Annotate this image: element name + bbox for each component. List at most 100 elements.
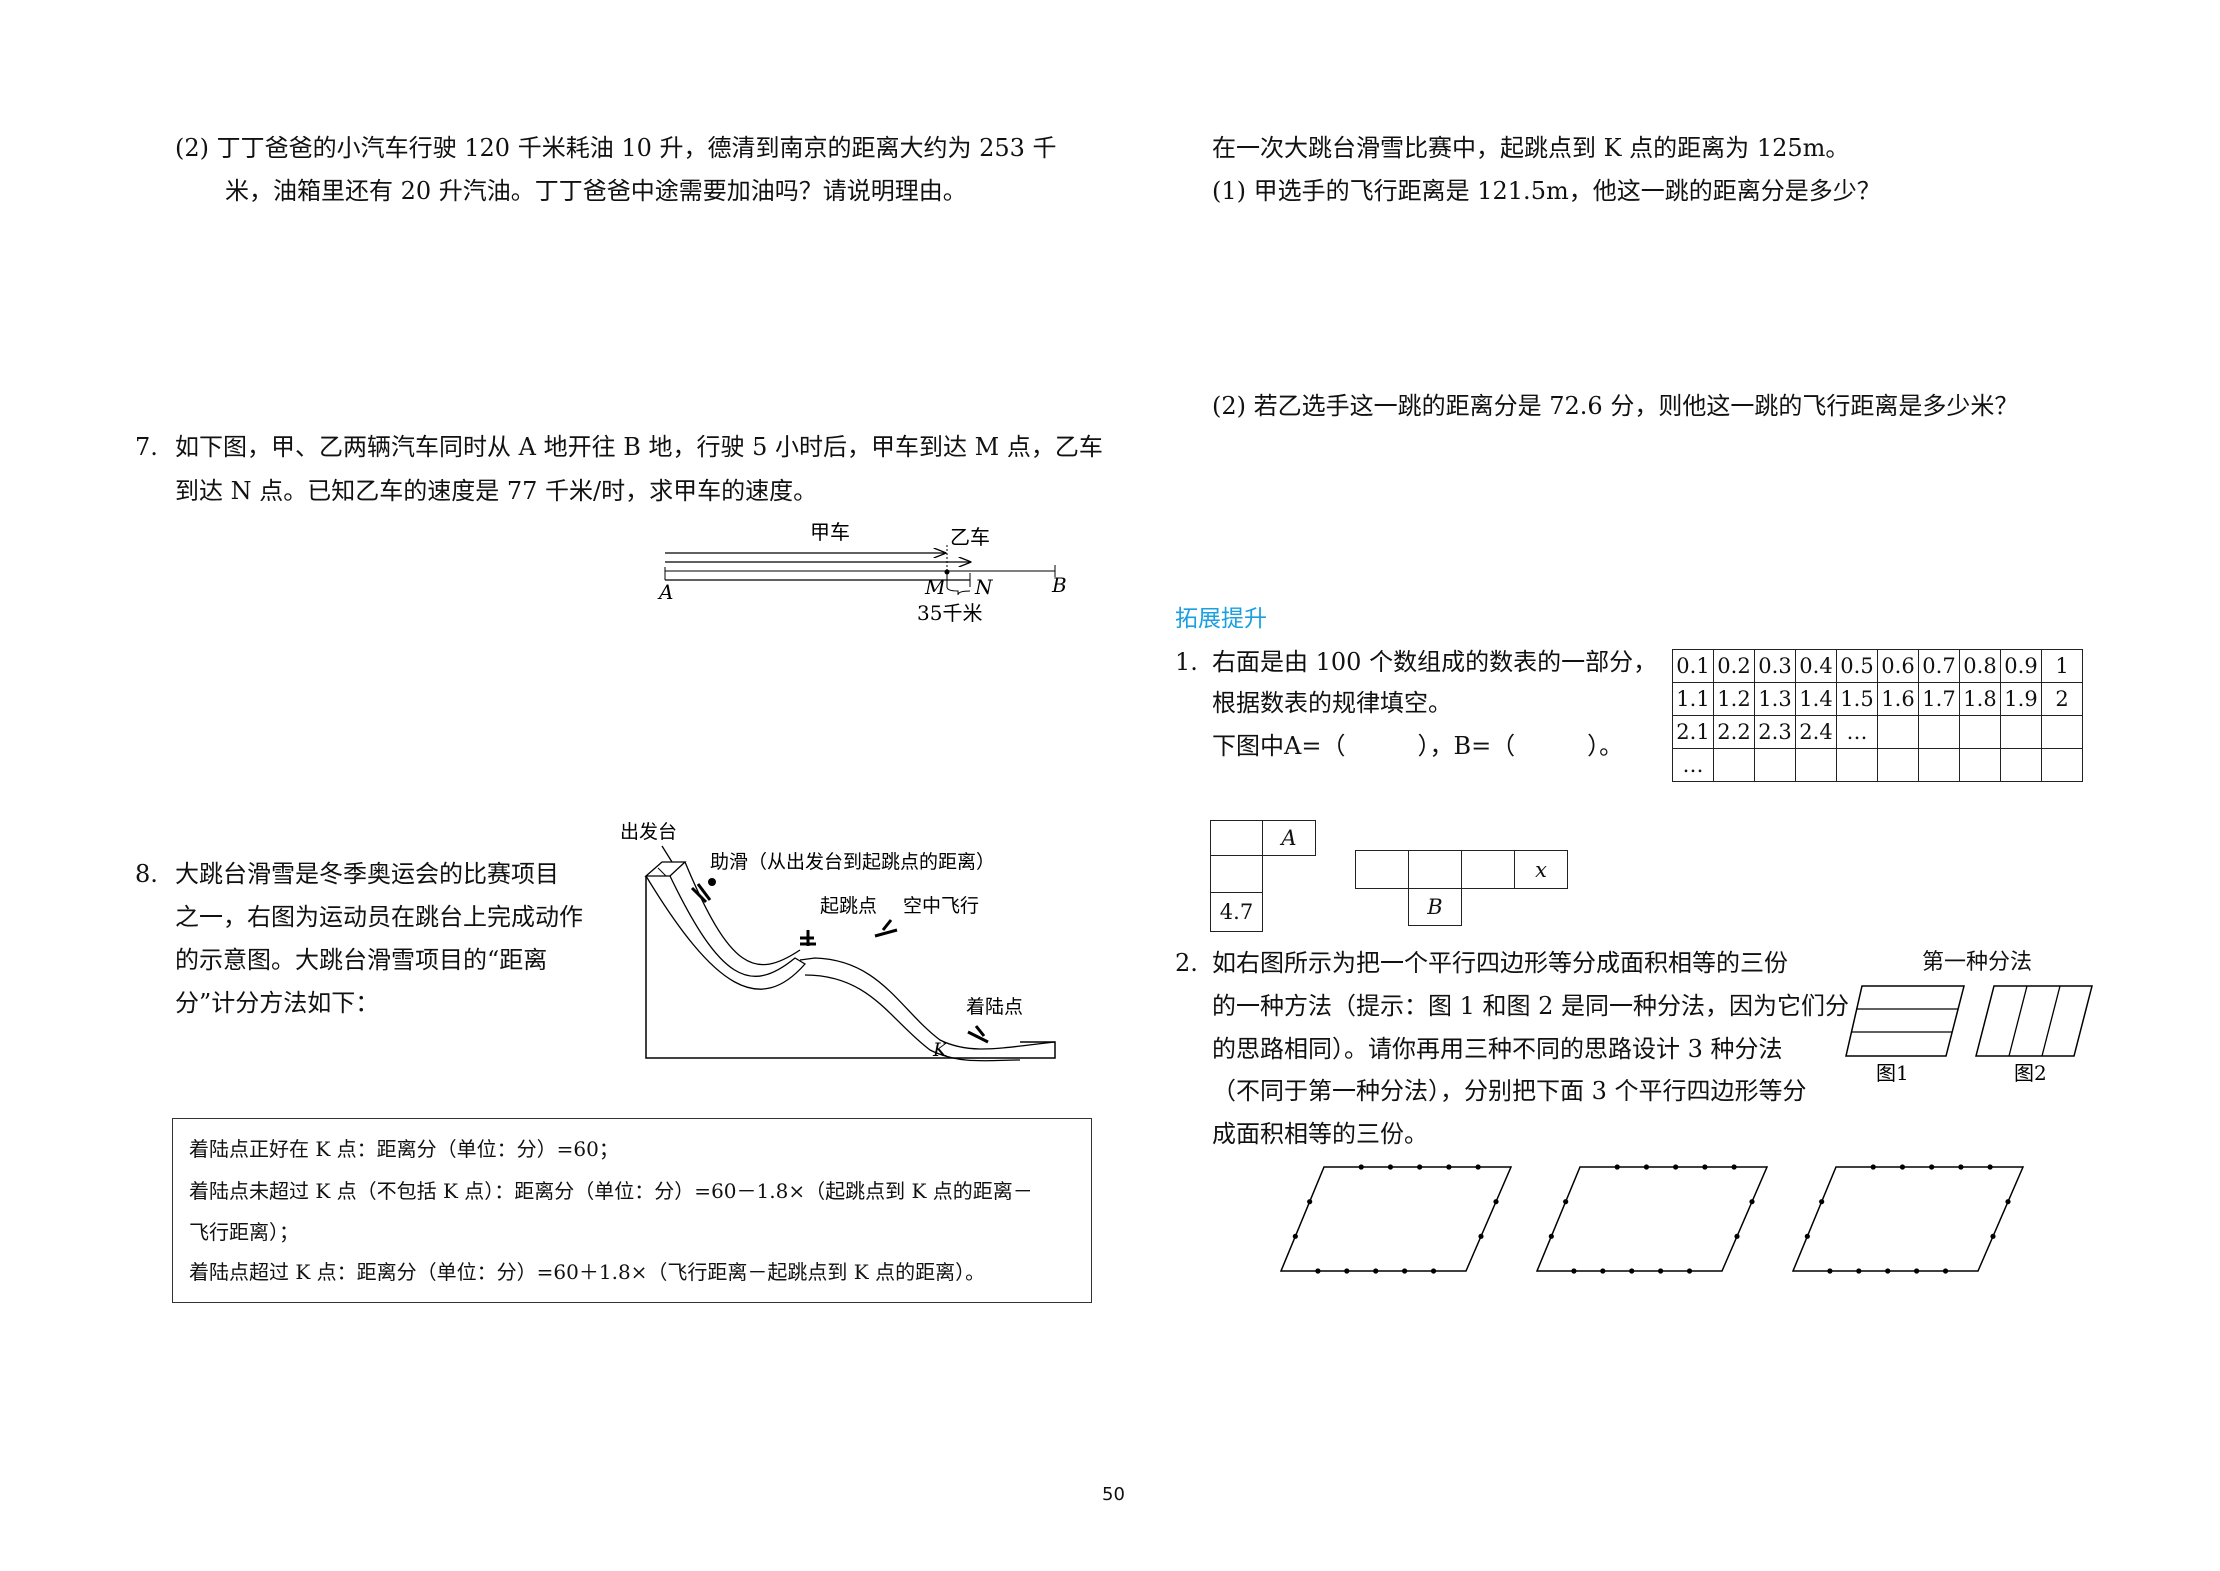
fig2-label: 图2 <box>2014 1061 2047 1085</box>
table-cell <box>2041 748 2083 782</box>
label-k: K <box>932 1039 949 1061</box>
q8-line: 大跳台滑雪是冬季奥运会的比赛项目 <box>175 860 559 888</box>
table-cell: 1.3 <box>1754 682 1796 716</box>
ex2-line: 如右图所示为把一个平行四边形等分成面积相等的三份 <box>1212 949 1788 977</box>
q8-line: 之一，右图为运动员在跳台上完成动作 <box>175 903 583 931</box>
label-n: N <box>974 575 994 599</box>
table-cell: 2.1 <box>1672 715 1714 749</box>
table-cell <box>1836 748 1878 782</box>
division-dot <box>1402 1268 1408 1274</box>
division-dot <box>1430 1268 1437 1274</box>
table-cell <box>1795 748 1837 782</box>
division-dot <box>1870 1164 1876 1170</box>
table-cell: 1.7 <box>1918 682 1960 716</box>
table-cell: 1 <box>2041 649 2083 683</box>
cell-b: B <box>1408 888 1462 926</box>
label-car-b: 乙车 <box>950 525 990 549</box>
table-cell <box>2041 715 2083 749</box>
table-cell: 2.4 <box>1795 715 1837 749</box>
division-dot <box>1358 1164 1364 1170</box>
division-dot <box>1446 1164 1452 1170</box>
table-cell: 0.7 <box>1918 649 1960 683</box>
division-dot <box>1478 1233 1484 1239</box>
table-cell <box>1918 748 1960 782</box>
division-dot <box>1600 1268 1606 1274</box>
label-takeoff: 起跳点 <box>820 895 877 917</box>
table-cell: 1.4 <box>1795 682 1837 716</box>
division-dot <box>1292 1233 1298 1239</box>
cell-a: A <box>1262 820 1316 856</box>
table-cell: 0.1 <box>1672 649 1714 683</box>
q7-distance-diagram: 甲车 乙车 A M N B 35千米 <box>657 520 1067 625</box>
table-cell: 0.8 <box>1959 649 2001 683</box>
ex2-line: （不同于第一种分法），分别把下面 3 个平行四边形等分 <box>1212 1077 1807 1105</box>
division-dot <box>1373 1268 1379 1274</box>
ex1-line: 右面是由 100 个数组成的数表的一部分， <box>1212 648 1658 676</box>
division-dot <box>1563 1199 1569 1205</box>
division-dot <box>1702 1164 1708 1170</box>
parallelogram <box>1279 1166 1513 1272</box>
division-dot <box>1942 1268 1949 1274</box>
table-cell <box>1754 748 1796 782</box>
table-cell: 0.5 <box>1836 649 1878 683</box>
table-cell: 2.3 <box>1754 715 1796 749</box>
sub-question-1: (1) 甲选手的飞行距离是 121.5m，他这一跳的距离分是多少？ <box>1212 177 1881 205</box>
q7-line2: 到达 N 点。已知乙车的速度是 77 千米/时，求甲车的速度。 <box>175 477 818 505</box>
division-dot <box>1673 1164 1679 1170</box>
method-figures: 图1 图2 <box>1845 985 2093 1085</box>
division-dot <box>1819 1199 1825 1205</box>
ex2-line: 的思路相同）。请你再用三种不同的思路设计 3 种分法 <box>1212 1035 1783 1063</box>
grid-cell <box>1408 850 1462 889</box>
table-cell: 1.9 <box>2000 682 2042 716</box>
parallelogram <box>1791 1166 2025 1272</box>
cell-value: 4.7 <box>1210 892 1263 932</box>
division-dot <box>1914 1268 1920 1274</box>
table-cell: 2.2 <box>1713 715 1755 749</box>
label-m: M <box>924 575 946 599</box>
ex2-line: 成面积相等的三份。 <box>1212 1120 1428 1148</box>
rule-line: 着陆点正好在 K 点：距离分（单位：分）=60； <box>189 1137 619 1161</box>
ex2-number: 2. <box>1175 949 1198 977</box>
label-b: B <box>1051 573 1067 597</box>
grid-cell <box>1210 820 1263 856</box>
table-cell: 0.6 <box>1877 649 1919 683</box>
label-flight: 空中飞行 <box>903 895 979 917</box>
division-dot <box>2005 1199 2011 1205</box>
table-cell: 2 <box>2041 682 2083 716</box>
table-cell: … <box>1836 715 1878 749</box>
division-dot <box>1614 1164 1620 1170</box>
division-dot <box>1493 1199 1499 1205</box>
table-cell: 0.3 <box>1754 649 1796 683</box>
intro-text: 在一次大跳台滑雪比赛中，起跳点到 K 点的距离为 125m。 <box>1212 134 1850 162</box>
parallelogram <box>1535 1166 1769 1272</box>
label-car-a: 甲车 <box>810 520 850 544</box>
division-dot <box>1387 1164 1394 1170</box>
division-dot <box>1734 1233 1740 1239</box>
ski-jump-diagram: 出发台 助滑（从出发台到起跳点的距离） 起跳点 空中飞行 着陆点 K <box>620 821 1056 1062</box>
grid-cell <box>1355 850 1409 889</box>
division-dot <box>1643 1164 1650 1170</box>
q8-number: 8. <box>135 860 158 888</box>
method-title: 第一种分法 <box>1922 950 2033 975</box>
section-heading: 拓展提升 <box>1175 606 1267 632</box>
label-start-platform: 出发台 <box>620 821 677 843</box>
table-cell: 0.4 <box>1795 649 1837 683</box>
division-dot <box>1856 1268 1862 1274</box>
division-dot <box>1658 1268 1664 1274</box>
table-cell: 0.2 <box>1713 649 1755 683</box>
division-dot <box>1990 1233 1996 1239</box>
division-dot <box>1548 1233 1554 1239</box>
q7-number: 7. <box>135 433 158 461</box>
label-a: A <box>657 580 673 604</box>
division-dot <box>1958 1164 1964 1170</box>
division-dot <box>1315 1268 1321 1274</box>
q6-2-line1: (2) 丁丁爸爸的小汽车行驶 120 千米耗油 10 升，德清到南京的距离大约为… <box>175 134 1057 162</box>
table-cell <box>2000 748 2042 782</box>
table-cell: … <box>1672 748 1714 782</box>
table-cell: 0.9 <box>2000 649 2042 683</box>
cell-x: x <box>1514 850 1568 889</box>
division-dot <box>1417 1164 1423 1170</box>
